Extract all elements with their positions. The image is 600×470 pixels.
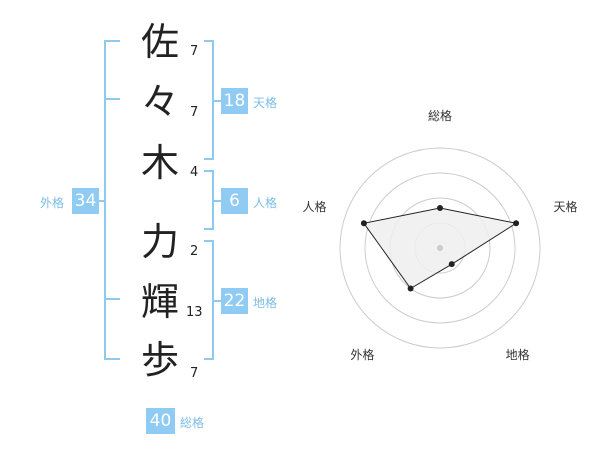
- radar-point-4: [407, 285, 414, 292]
- stroke-count-5: 13: [186, 305, 203, 320]
- radar-point-2: [513, 220, 520, 227]
- gaikaku-bracket-top: [104, 40, 120, 42]
- radar-axis-label: 人格: [302, 199, 326, 214]
- radar-center-dot: [437, 245, 443, 251]
- radar-axis-label: 天格: [554, 199, 578, 214]
- soukaku-score-badge: 40: [146, 408, 175, 434]
- jinkaku-bracket-top: [204, 170, 214, 172]
- name-char-4: 力: [140, 220, 179, 264]
- radar-point-5: [360, 220, 367, 227]
- tenkaku-bracket-top: [204, 40, 214, 42]
- gaikaku-bracket-stub: [98, 200, 106, 202]
- name-char-3: 木: [140, 141, 179, 185]
- name-char-6: 歩: [140, 338, 179, 382]
- stroke-count-1: 7: [190, 44, 199, 59]
- chikaku-bracket-stub: [212, 300, 222, 302]
- gaikaku-bracket-bottom: [104, 358, 120, 360]
- radar-point-1: [437, 205, 443, 211]
- gaikaku-score-badge: 34: [72, 188, 99, 214]
- stroke-count-4: 2: [190, 244, 199, 259]
- tenkaku-bracket-bottom: [204, 158, 214, 160]
- name-char-5: 輝: [140, 280, 179, 324]
- jinkaku-bracket-stub: [212, 200, 222, 202]
- tenkaku-bracket-stub: [212, 100, 222, 102]
- chikaku-label: 地格: [253, 296, 278, 310]
- chikaku-bracket-bottom: [204, 358, 214, 360]
- stroke-count-2: 7: [190, 105, 199, 120]
- radar-axis-label: 地格: [506, 347, 530, 362]
- radar-point-3: [448, 261, 455, 268]
- jinkaku-score-badge: 6: [221, 188, 248, 214]
- gaikaku-bracket-tick: [104, 298, 120, 300]
- jinkaku-label: 人格: [253, 196, 278, 210]
- gaikaku-bracket-tick: [104, 98, 120, 100]
- tenkaku-label: 天格: [253, 96, 278, 110]
- radar-axis-label: 総格: [428, 108, 452, 123]
- gaikaku-label: 外格: [40, 196, 65, 210]
- stroke-count-6: 7: [190, 366, 199, 381]
- tenkaku-score-badge: 18: [221, 88, 248, 114]
- radar-ring: [364, 172, 516, 324]
- soukaku-label: 総格: [180, 416, 205, 430]
- name-char-1: 佐: [140, 20, 179, 64]
- jinkaku-bracket-bottom: [204, 228, 214, 230]
- radar-axis-label: 外格: [350, 347, 374, 362]
- stroke-count-3: 4: [190, 165, 199, 180]
- name-char-2: 々: [140, 80, 179, 124]
- chikaku-score-badge: 22: [221, 288, 248, 314]
- chikaku-bracket-top: [204, 240, 214, 242]
- radar-ring: [339, 147, 541, 349]
